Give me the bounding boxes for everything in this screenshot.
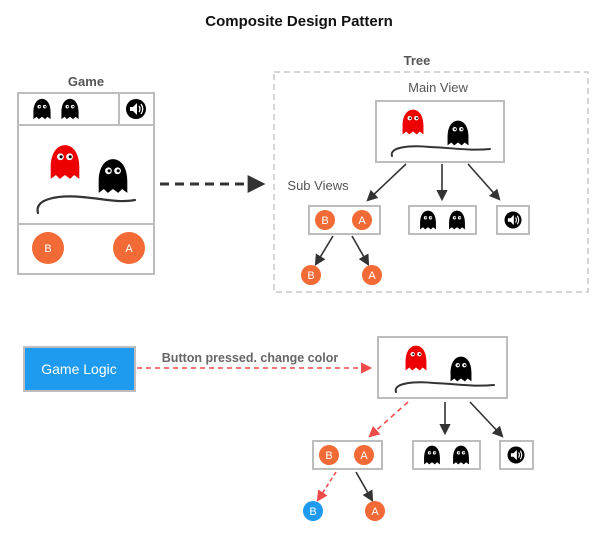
a-button-label: A: [368, 270, 376, 282]
ghost-icon: [98, 159, 128, 193]
b-button-label: B: [325, 450, 332, 462]
main-view-node: [377, 336, 508, 399]
ghosts-subview-node: [412, 440, 481, 470]
a-button[interactable]: A: [113, 232, 145, 264]
ghost-icon: [33, 98, 51, 120]
b-button[interactable]: B: [303, 501, 323, 521]
b-button[interactable]: B: [301, 265, 321, 285]
ghost-icon: [50, 145, 80, 179]
b-button-label: B: [321, 215, 328, 227]
action-label: Button pressed. change color: [162, 351, 339, 365]
game-logic-label: Game Logic: [41, 361, 116, 377]
a-button-label: A: [358, 215, 366, 227]
tree-edge-arrow: [351, 235, 370, 266]
speaker-icon[interactable]: [126, 99, 146, 119]
tree-label: Tree: [404, 53, 431, 68]
ghost-icon: [424, 445, 440, 465]
event-edge-arrow: [316, 471, 337, 502]
game-logic-box: Game Logic: [23, 346, 136, 392]
game-label: Game: [68, 74, 104, 89]
speaker-icon[interactable]: [507, 446, 525, 464]
b-button[interactable]: B: [32, 232, 64, 264]
b-button-label: B: [307, 270, 314, 282]
sub-views-label: Sub Views: [287, 178, 349, 193]
main-view-label: Main View: [408, 80, 468, 95]
a-button-label: A: [125, 243, 133, 255]
ghost-icon: [420, 210, 436, 230]
ghosts-subview-node: [408, 205, 477, 235]
event-edge-arrow: [368, 401, 409, 438]
ghost-icon: [405, 345, 427, 371]
tree-edge-arrow: [314, 235, 334, 266]
speaker-icon[interactable]: [504, 211, 522, 229]
b-button[interactable]: B: [315, 210, 335, 230]
ground-line: [36, 195, 137, 215]
tree-edge-arrow: [467, 163, 501, 201]
ghost-icon: [61, 98, 79, 120]
ghost-icon: [447, 120, 469, 146]
a-button[interactable]: A: [362, 265, 382, 285]
main-view-node: [375, 100, 505, 163]
ghost-icon: [453, 445, 469, 465]
a-button-label: A: [371, 506, 379, 518]
tree-edge-arrow: [355, 471, 374, 502]
tree-panel: [273, 71, 589, 293]
ghost-icon: [449, 210, 465, 230]
diagram-title: Composite Design Pattern: [205, 13, 393, 30]
b-button-label: B: [44, 243, 51, 255]
b-button-label: B: [309, 506, 316, 518]
b-button[interactable]: B: [319, 445, 339, 465]
a-button[interactable]: A: [354, 445, 374, 465]
ground-line: [394, 381, 495, 393]
a-button[interactable]: A: [352, 210, 372, 230]
tree-edge-arrow: [366, 163, 407, 202]
ghost-icon: [402, 109, 424, 135]
a-button[interactable]: A: [365, 501, 385, 521]
ground-line: [390, 145, 491, 157]
a-button-label: A: [360, 450, 368, 462]
ghost-icon: [450, 356, 472, 382]
tree-edge-arrow: [469, 401, 504, 438]
